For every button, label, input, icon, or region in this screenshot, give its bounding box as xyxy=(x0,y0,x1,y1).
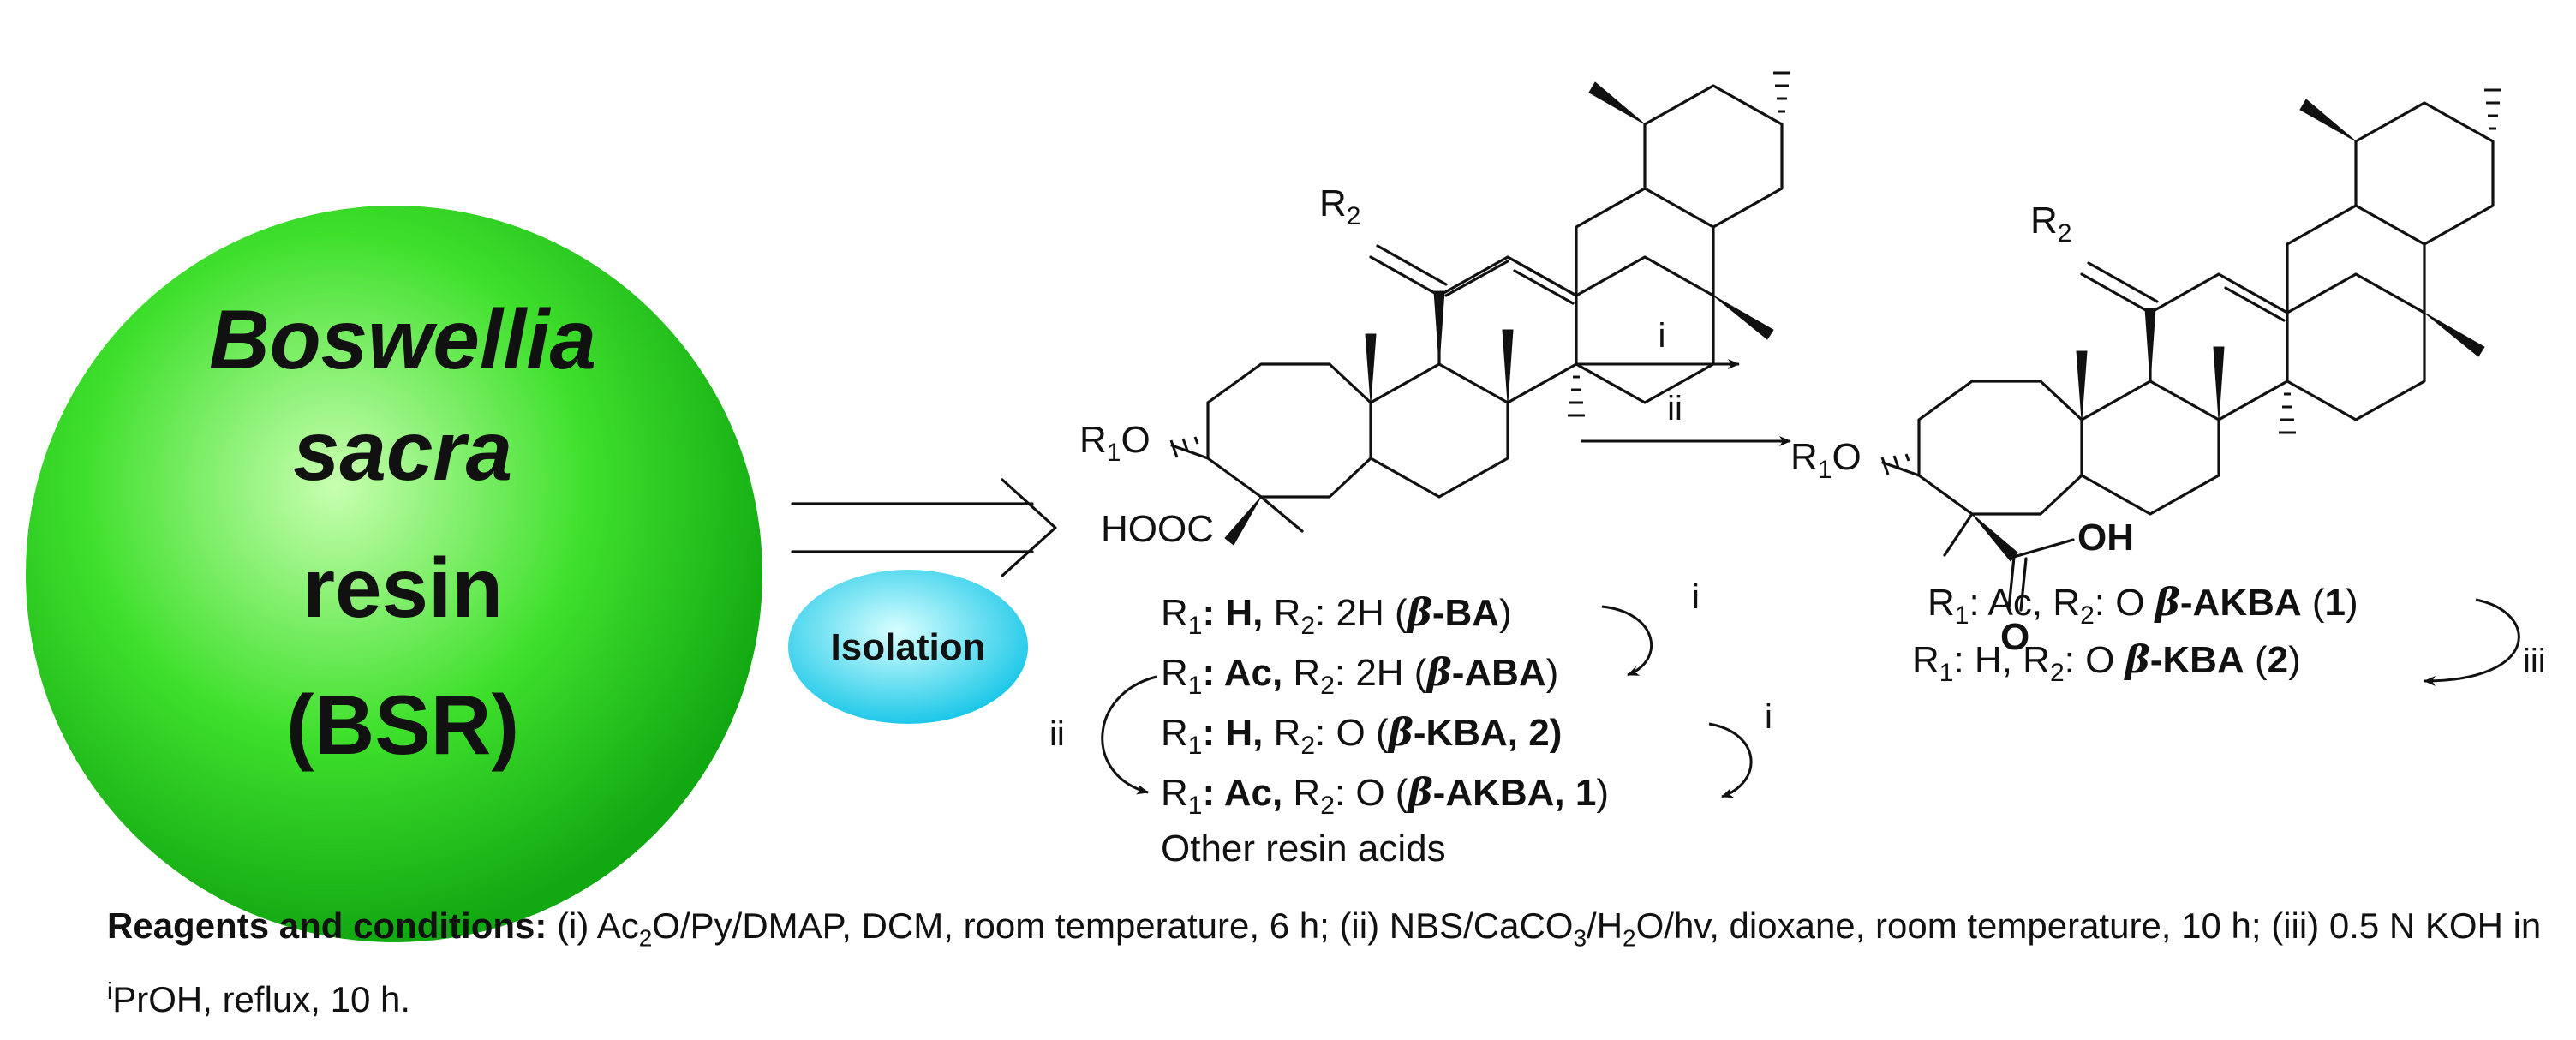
curved-label-i-top: i xyxy=(1692,578,1700,616)
curved-label-ii: ii xyxy=(1049,715,1065,753)
compound-row-2: R1: Ac, R2: 2H (β-ABA) xyxy=(1161,651,1558,700)
right-r2-label: R2 xyxy=(2030,200,2071,248)
footnote-text: O/hv, dioxane, room temperature, 10 h; (… xyxy=(1635,906,2542,946)
source-line-4: (BSR) xyxy=(286,678,519,772)
footnote-sub: 3 xyxy=(1573,924,1587,952)
curved-label-i-bottom: i xyxy=(1765,698,1772,736)
structure-right: R2 R1O OH O xyxy=(1790,88,2501,658)
left-r1o-label: R1O xyxy=(1079,419,1151,467)
footnote-text: O/Py/DMAP, DCM, room temperature, 6 h; (… xyxy=(652,906,1574,946)
reagents-footnote: Reagents and conditions: (i) Ac2O/Py/DMA… xyxy=(107,900,2557,1026)
source-sphere: Boswellia sacra resin (BSR) xyxy=(26,206,762,942)
source-line-2: sacra xyxy=(293,403,512,498)
forward-arrows: i ii xyxy=(1576,317,1791,446)
arrow-label-ii: ii xyxy=(1667,390,1682,427)
right-oh-label: OH xyxy=(2077,517,2134,559)
compound-row-4: R1: Ac, R2: O (β-AKBA, 1) xyxy=(1161,771,1609,820)
compound-row-1: R1: H, R2: 2H (β-BA) xyxy=(1161,591,1512,640)
compound-list-left: R1: H, R2: 2H (β-BA) R1: Ac, R2: 2H (β-A… xyxy=(1161,591,1609,870)
curved-arrows-left: i ii i xyxy=(1049,578,1772,798)
compound-row-3: R1: H, R2: O (β-KBA, 2) xyxy=(1161,711,1562,760)
isolation-badge: Isolation xyxy=(788,570,1028,724)
footnote-heading: Reagents and conditions: xyxy=(107,906,547,946)
source-line-3: resin xyxy=(302,541,503,635)
footnote-sub: 2 xyxy=(638,924,653,952)
product-row-1: R1: Ac, R2: O β-AKBA (1) xyxy=(1928,581,2358,630)
isolation-label: Isolation xyxy=(831,626,986,668)
left-cooh-label: HOOC xyxy=(1101,508,1214,550)
isolation-arrow xyxy=(791,478,1057,577)
structure-left: R2 R1O HOOC xyxy=(1079,71,1790,550)
right-carbonyl-o: O xyxy=(2000,616,2029,658)
other-resin-acids: Other resin acids xyxy=(1161,828,1446,870)
footnote-sup: i xyxy=(107,977,113,1005)
source-line-1: Boswellia xyxy=(209,292,596,386)
compound-list-right: R1: Ac, R2: O β-AKBA (1) R1: H, R2: O β-… xyxy=(1912,581,2358,687)
curved-arrow-right: iii xyxy=(2424,598,2546,686)
footnote-text: PrOH, reflux, 10 h. xyxy=(112,979,411,1020)
footnote-text: /H xyxy=(1587,906,1623,946)
product-row-2: R1: H, R2: O β-KBA (2) xyxy=(1912,638,2301,687)
left-r2-label: R2 xyxy=(1319,182,1360,230)
footnote-text: (i) Ac xyxy=(547,906,639,946)
right-r1o-label: R1O xyxy=(1790,436,1862,484)
curved-label-iii: iii xyxy=(2523,643,2546,680)
arrow-label-i: i xyxy=(1659,317,1666,355)
footnote-sub: 2 xyxy=(1623,924,1636,952)
